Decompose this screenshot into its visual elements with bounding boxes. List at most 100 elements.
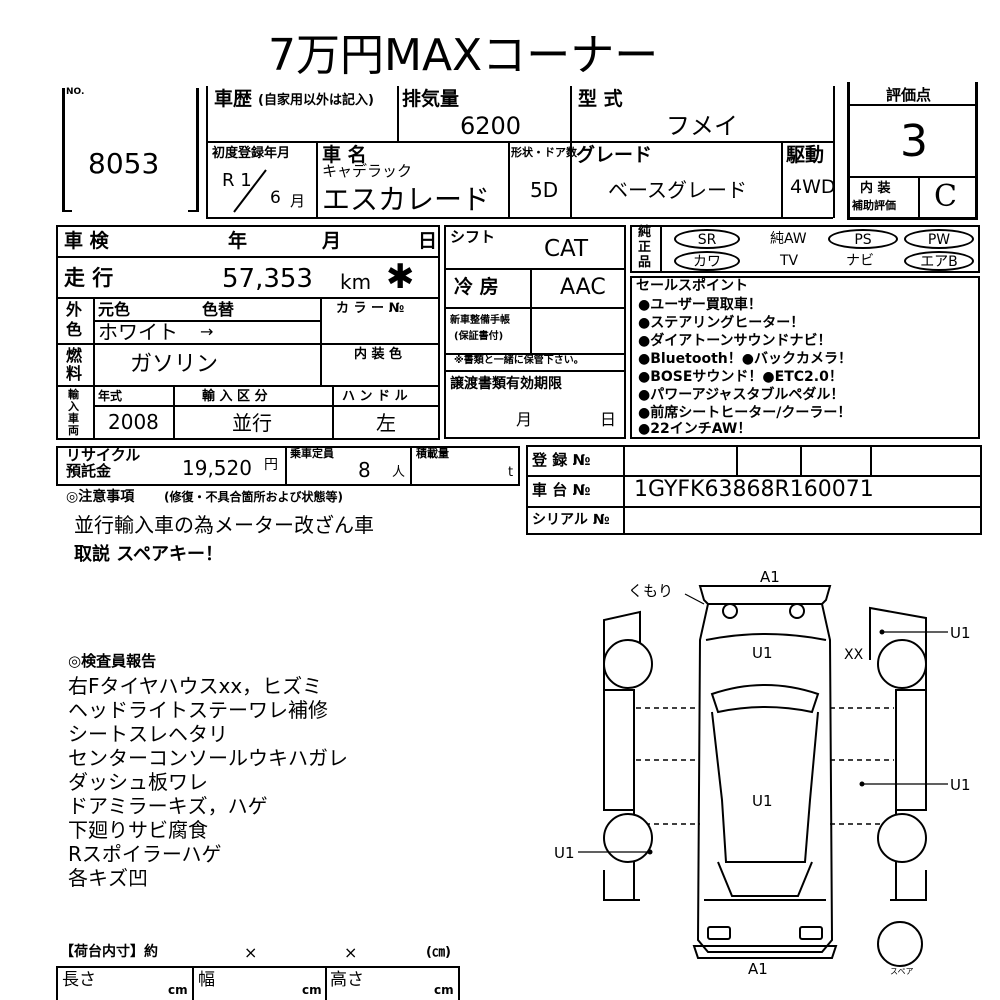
interior-score-label: 内 装 (860, 181, 891, 196)
notes-line: 並行輸入車の為メーター改ざん車 (74, 513, 374, 537)
sales-point-item: ●Bluetooth！●バックカメラ！ (638, 351, 852, 367)
ac-label: 冷 房 (454, 276, 499, 298)
registration-label: 登 録 № (532, 451, 591, 469)
shift-value: CAT (544, 236, 589, 262)
inspection-year-label: 年 (228, 230, 248, 252)
model-value: フメイ (666, 112, 738, 140)
mileage-unit: km (340, 270, 372, 294)
transfer-day: 日 (600, 410, 617, 429)
model-year-value: 2008 (108, 410, 159, 434)
lot-number: 8053 (88, 147, 160, 180)
diagram-u1-front: U1 (752, 644, 773, 662)
history-label: 車歴 (214, 88, 253, 110)
diagram-spare-label: スペア (890, 967, 914, 976)
first-reg-month: 6 (270, 188, 281, 208)
inspector-line: ヘッドライトステーワレ補修 (68, 698, 328, 722)
sales-point-item: ●BOSEサウンド！●ETC2.0！ (638, 369, 843, 385)
capacity-value: 8 (358, 458, 371, 482)
recycle-unit: 円 (264, 457, 278, 473)
capacity-unit: 人 (392, 465, 406, 480)
first-reg-label: 初度登録年月 (212, 146, 291, 161)
equipment-label-3: 品 (638, 255, 652, 270)
serial-label: シリアル № (532, 512, 610, 528)
car-diagram (578, 585, 948, 967)
ac-value: AAC (560, 275, 606, 300)
load-label: 積載量 (416, 447, 449, 460)
interior-score-value: C (934, 179, 957, 214)
equipment-alloy: 純AW (770, 231, 807, 247)
fuel-value: ガソリン (130, 352, 219, 377)
transfer-label: 譲渡書類有効期限 (450, 376, 562, 392)
no-label: NO. (66, 87, 85, 97)
notes-label: ◎注意事項 (66, 489, 135, 505)
page-title: 7万円MAXコーナー (268, 30, 659, 81)
import-type-value: 並行 (232, 411, 272, 435)
cargo-times-1: × (244, 943, 258, 962)
diagram-a1-bottom: A1 (748, 960, 768, 978)
manual-note: ※書類と一緒に保管下さい。 (454, 355, 584, 366)
grade-value: ベースグレード (608, 178, 747, 202)
color-value: ホワイト (98, 320, 178, 344)
import-label-2: 入 (68, 400, 79, 413)
mileage-label: 走 行 (64, 266, 114, 290)
diagram-u1-left: U1 (554, 844, 575, 862)
color-no-label: カ ラ ー № (336, 301, 405, 316)
capacity-label: 乗車定員 (290, 447, 334, 460)
doors-value: 5D (530, 178, 559, 202)
equipment-ps: PS (828, 229, 898, 249)
load-unit: t (508, 465, 514, 480)
interior-score-sub: 補助評価 (852, 199, 896, 212)
inspector-line: ダッシュ板ワレ (68, 770, 208, 794)
car-name-value: エスカレード (322, 183, 491, 216)
equipment-navi: ナビ (846, 253, 874, 269)
inspector-line: シートスレヘタリ (68, 722, 228, 746)
inspector-line: Rスポイラーハゲ (68, 842, 222, 866)
transfer-month: 月 (516, 410, 533, 429)
sales-point-item: ●22インチAW！ (638, 421, 752, 437)
shift-label: シフト (450, 228, 496, 246)
cargo-width-unit: cm (302, 983, 322, 997)
sales-point-item: ●ユーザー買取車！ (638, 297, 762, 313)
first-reg-era: R 1 (222, 170, 252, 191)
equipment-airbag: エアB (904, 251, 974, 271)
inspection-day-label: 日 (418, 230, 438, 252)
inspector-line: 右Fタイヤハウスxx，ヒズミ (68, 674, 323, 698)
drive-label: 駆動 (786, 144, 825, 166)
diagram-xx: XX (844, 647, 864, 663)
cargo-label: 【荷台内寸】約 (60, 944, 158, 960)
equipment-pw: PW (904, 229, 974, 249)
sales-point-item: ●ステアリングヒーター！ (638, 315, 805, 331)
manual-label-2: (保証書付) (454, 331, 504, 342)
sales-point-item: ●ダイアトーンサウンドナビ！ (638, 333, 832, 349)
displacement-value: 6200 (460, 112, 522, 140)
notes-sub: (修復・不具合箇所および状態等) (164, 490, 343, 504)
sales-point-item: ●前席シートヒーター/クーラー！ (638, 405, 852, 421)
handle-label: ハ ン ド ル (342, 389, 408, 404)
inspector-line: 下廻りサビ腐食 (68, 818, 208, 842)
inspector-line: センターコンソールウキハガレ (68, 746, 348, 770)
displacement-label: 排気量 (402, 88, 460, 110)
diagram-u1-right-mid: U1 (950, 776, 971, 794)
car-name-label: 車 名 (322, 144, 367, 166)
grade-label: グレード (576, 144, 653, 166)
chassis-value: 1GYFK63868R160071 (634, 477, 874, 502)
diagram-a1-top: A1 (760, 568, 780, 586)
import-label-1: 輸 (68, 388, 79, 401)
import-label-4: 両 (68, 424, 79, 437)
first-reg-slash (233, 169, 267, 213)
mileage-mark: ✱ (386, 257, 415, 297)
cargo-length-label: 長さ (62, 970, 96, 990)
sales-points-label: セールスポイント (636, 278, 748, 294)
cargo-times-2: × (344, 943, 358, 962)
history-sub: (自家用以外は記入) (258, 93, 374, 108)
inspection-month-label: 月 (322, 230, 342, 252)
chassis-label: 車 台 № (532, 481, 591, 499)
equipment-sr: SR (674, 229, 740, 249)
import-label-3: 車 (68, 412, 79, 425)
color-arrow: → (200, 322, 214, 341)
inspector-line: 各キズ凹 (68, 866, 148, 890)
diagram-u1-center: U1 (752, 792, 773, 810)
equipment-label-1: 純 (638, 225, 652, 240)
diagram-u1-right-top: U1 (950, 624, 971, 642)
equipment-label-2: 正 (638, 240, 652, 255)
